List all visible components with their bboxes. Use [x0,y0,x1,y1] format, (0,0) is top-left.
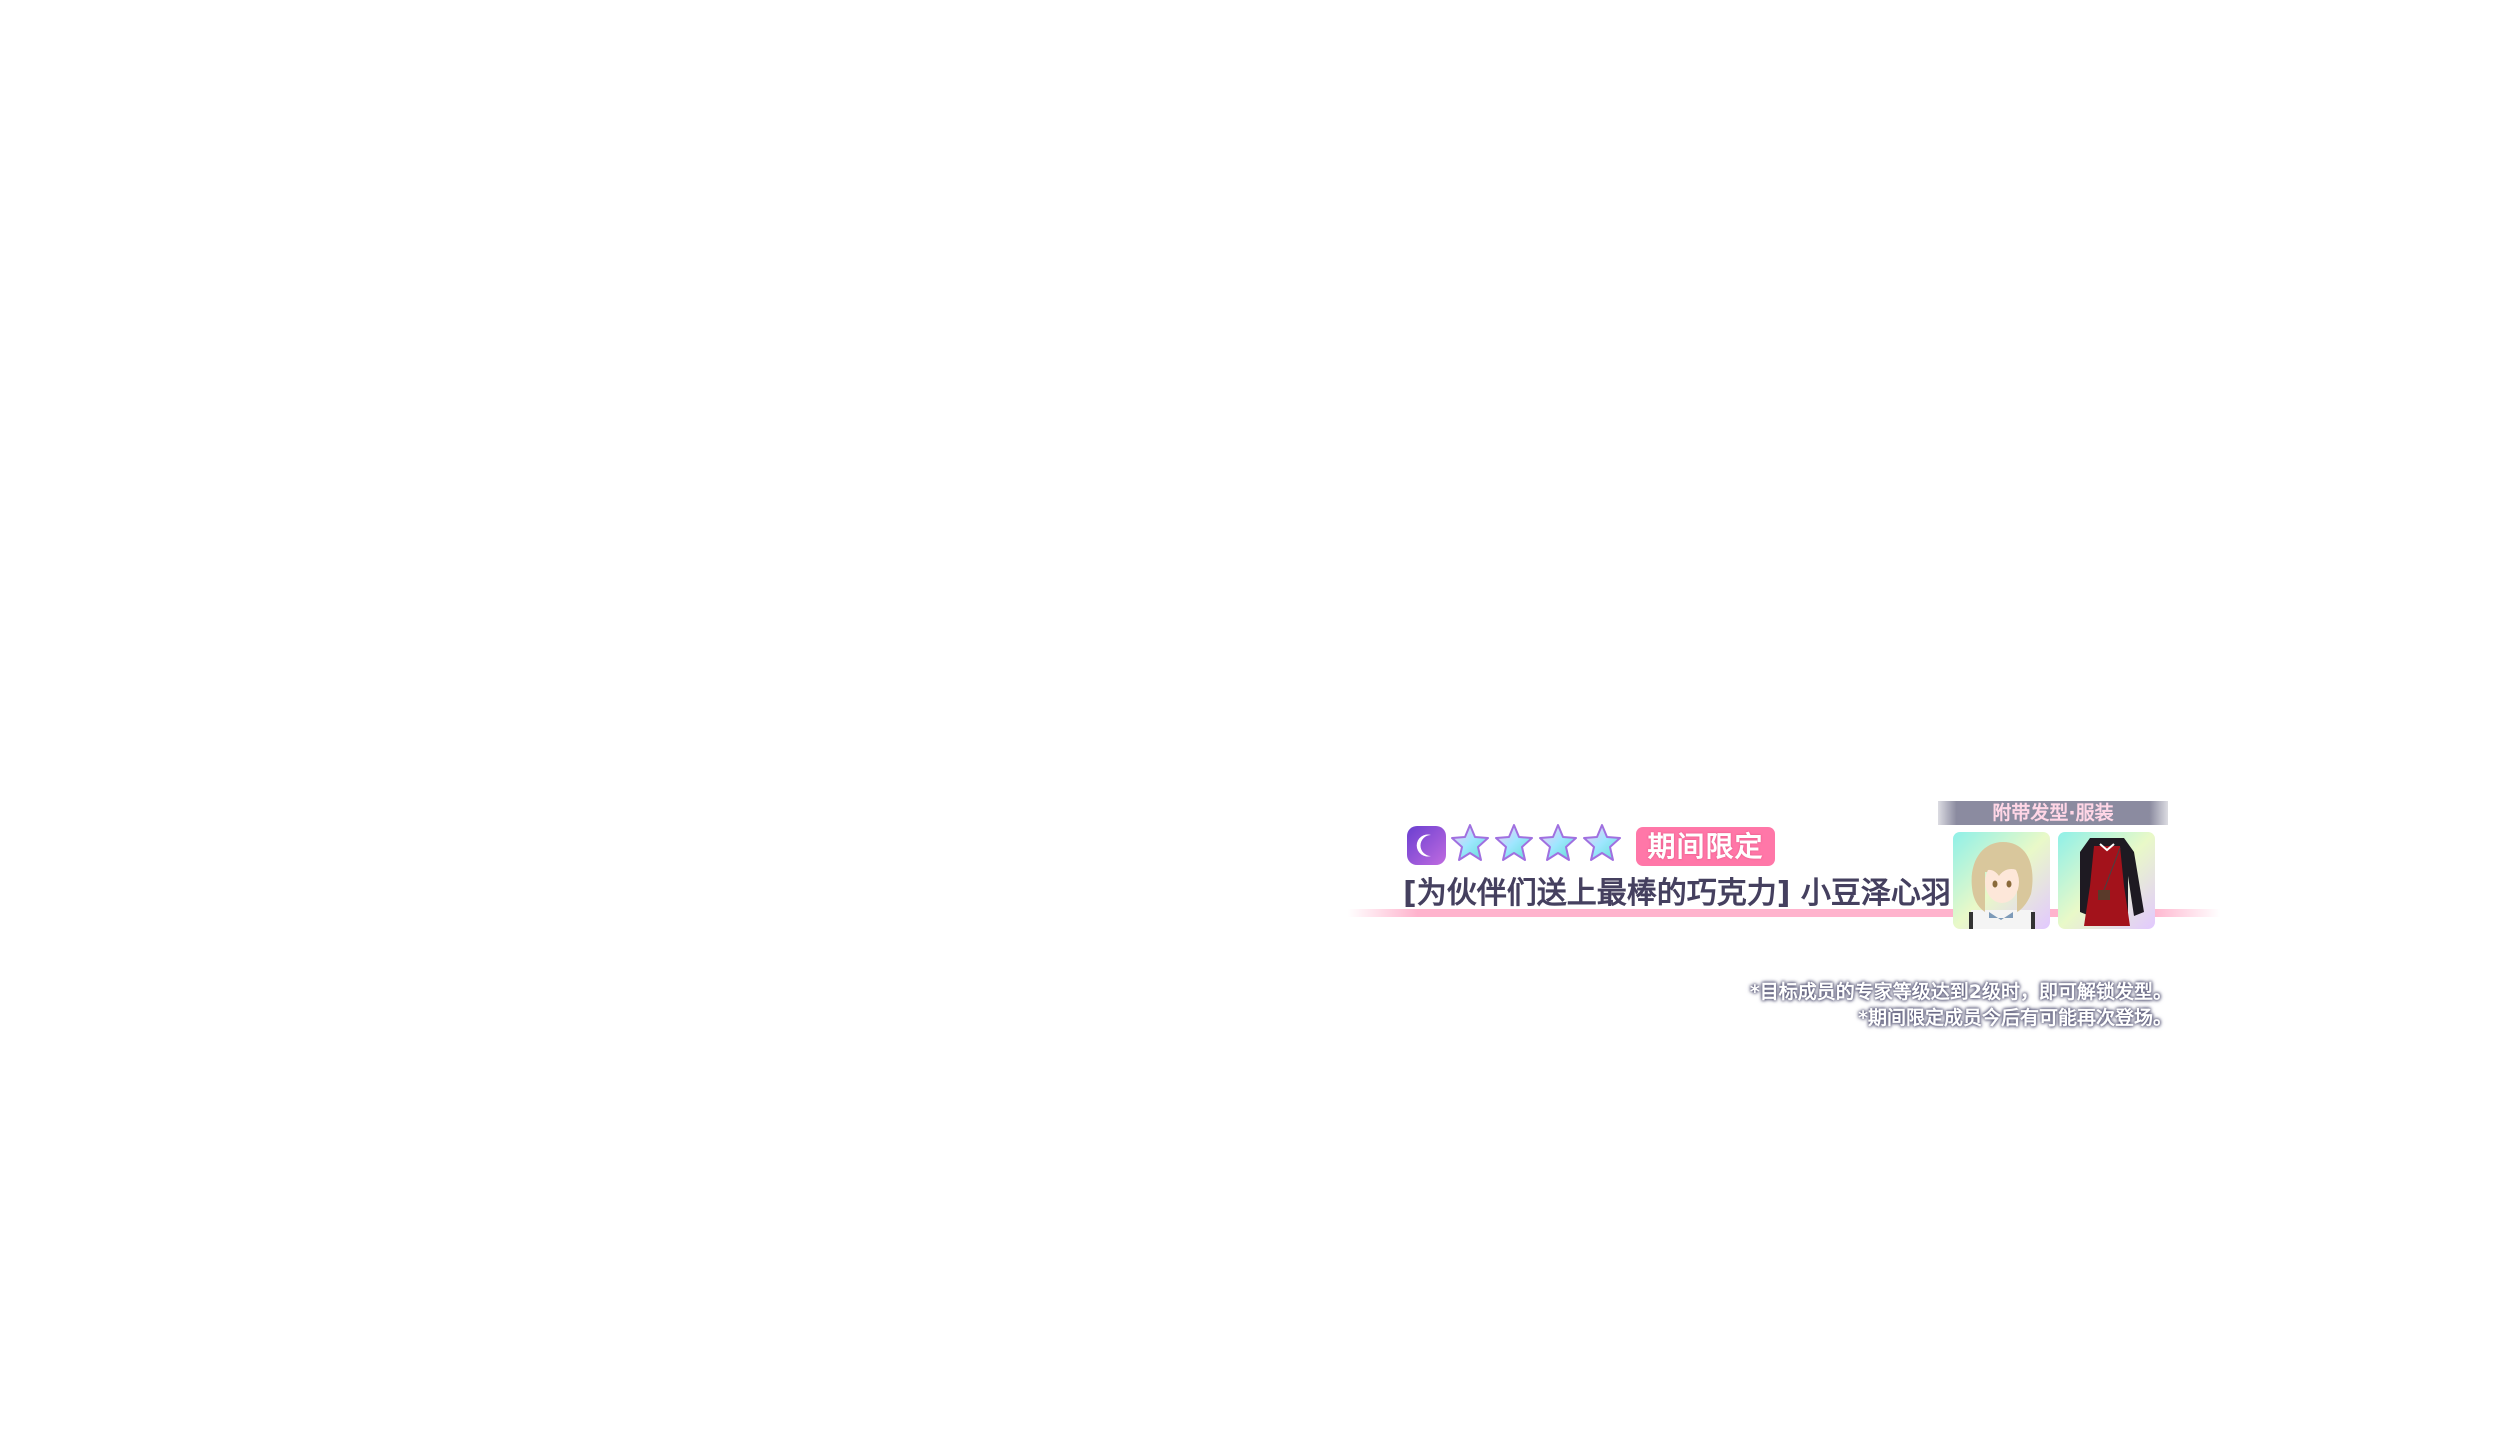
note-limited-rerun: *期间限定成员今后有可能再次登场。 [1858,1007,2172,1029]
star-icon [1450,822,1490,870]
limited-badge: 期间限定 [1636,827,1775,866]
divider-line [1348,909,2220,917]
outfit-thumbnail[interactable] [2058,832,2155,929]
hairstyle-image [1969,842,2035,929]
hairstyle-thumbnail[interactable] [1953,832,2050,929]
outfit-image [2080,838,2144,926]
moon-attribute-icon [1407,826,1446,865]
star-icon [1494,822,1534,870]
addon-header: 附带发型·服装 [1938,801,2168,825]
star-icon [1538,822,1578,870]
star-icon [1582,822,1622,870]
rarity-stars [1450,822,1622,870]
note-hairstyle-unlock: *目标成员的专家等级达到2级时，即可解锁发型。 [1749,981,2172,1003]
card-title: [为伙伴们送上最棒的巧克力] 小豆泽心羽 [1403,876,1951,911]
